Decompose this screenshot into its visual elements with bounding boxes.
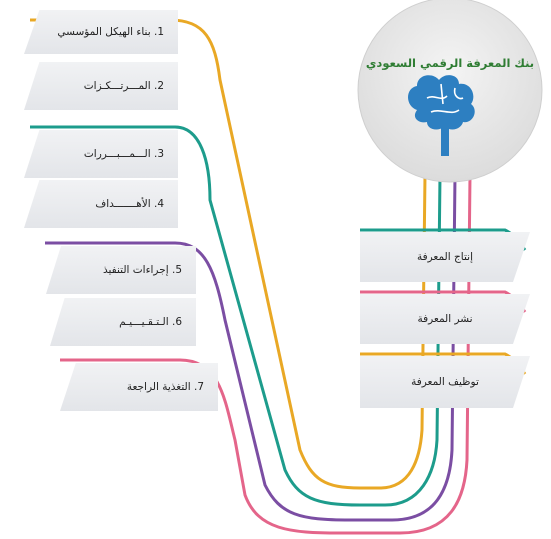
brain-icon <box>408 75 475 156</box>
step-7-label: 7. التغذية الراجعة <box>126 381 204 393</box>
connector-line-purple <box>45 174 457 522</box>
process-produce-label: إنتاج المعرفة <box>416 251 474 263</box>
step-6-tile: 6. الـتـقـيـــيـم <box>50 298 196 346</box>
knowledge-bank-title: بنك المعرفة الرقمي السعودي <box>365 56 535 70</box>
process-share-label: نشر المعرفة <box>417 313 473 325</box>
step-4-tile: 4. الأهـــــــداف <box>24 180 178 228</box>
step-2-tile: 2. المـــرتـــكـزات <box>24 62 178 110</box>
connector-line-teal <box>30 125 442 507</box>
step-1-label: 1. بناء الهيكل المؤسسي <box>57 26 164 38</box>
process-produce-tile: إنتاج المعرفة <box>360 232 530 282</box>
step-6-label: 6. الـتـقـيـــيـم <box>119 316 182 328</box>
step-5-label: 5. إجراءات التنفيذ <box>102 264 182 276</box>
connector-line-orange <box>30 18 427 490</box>
process-apply-label: توظيف المعرفة <box>411 376 479 388</box>
step-3-label: 3. الـــمـــبـــررات <box>83 148 164 160</box>
process-share-tile: نشر المعرفة <box>360 294 530 344</box>
step-2-label: 2. المـــرتـــكـزات <box>83 80 164 92</box>
step-5-tile: 5. إجراءات التنفيذ <box>46 246 196 294</box>
step-4-label: 4. الأهـــــــداف <box>95 198 164 210</box>
step-3-tile: 3. الـــمـــبـــررات <box>24 130 178 178</box>
step-7-tile: 7. التغذية الراجعة <box>60 363 218 411</box>
step-1-tile: 1. بناء الهيكل المؤسسي <box>24 10 178 54</box>
process-apply-tile: توظيف المعرفة <box>360 356 530 408</box>
